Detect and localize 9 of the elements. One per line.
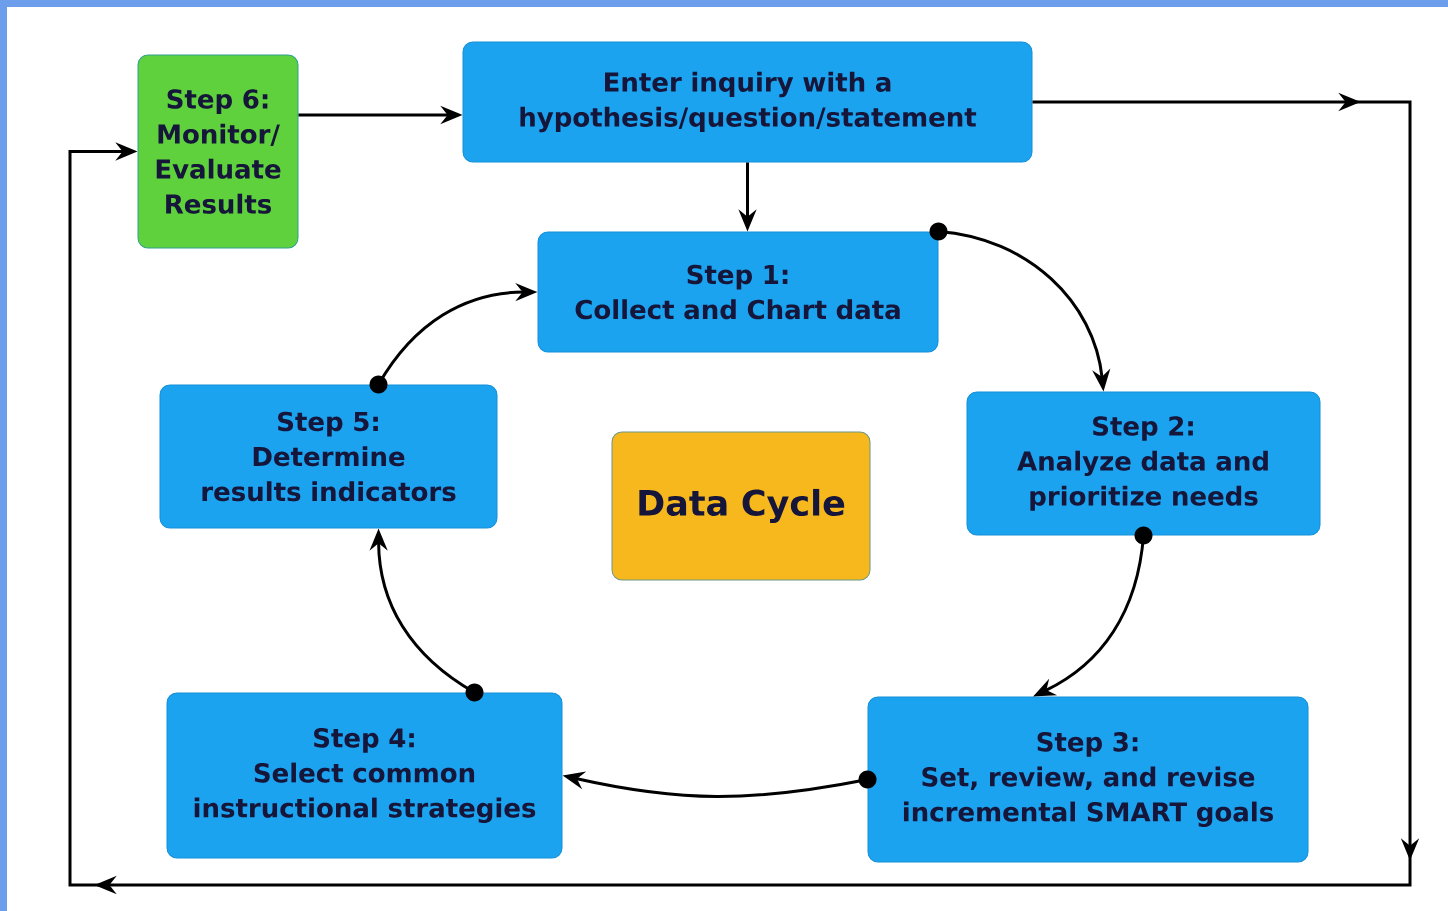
- step-box: Step 4: Select common instructional strategies: [166, 692, 563, 859]
- step-box: Step 2: Analyze data and prioritize needs: [966, 391, 1321, 536]
- step-box: Step 6: Monitor/ Evaluate Results: [137, 54, 299, 249]
- title-box: Data Cycle: [611, 431, 871, 581]
- step-box: Step 3: Set, review, and revise incremental SMART goals: [867, 696, 1309, 863]
- arrow: [68, 92, 1420, 895]
- inquiry-box: Enter inquiry with a hypothesis/question/statement: [462, 41, 1033, 163]
- step-box: Step 5: Determine results indicators: [159, 384, 498, 529]
- step-box: Step 1: Collect and Chart data: [537, 231, 939, 353]
